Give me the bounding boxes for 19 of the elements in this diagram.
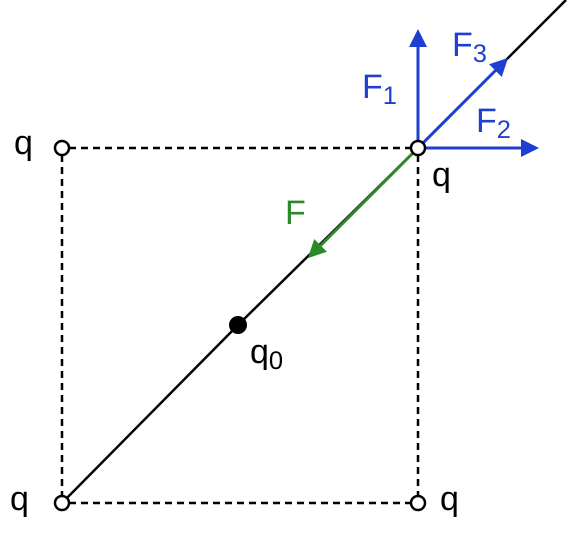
charge-label: q [432, 158, 451, 192]
charge-label: q [14, 126, 33, 160]
charge-label: q$_{0}$ [250, 335, 284, 369]
dashed-line [69, 146, 411, 150]
dashed-line [69, 502, 411, 504]
charge-circle [410, 140, 426, 156]
dashed-line [416, 155, 420, 496]
dashed-line [60, 155, 64, 496]
force-label: F$_{2}$ [476, 104, 511, 138]
charge-dot [229, 316, 247, 334]
force-label: F$_{1}$ [362, 70, 397, 104]
charge-circle [54, 140, 70, 156]
charge-circle [410, 494, 426, 512]
line [66, 329, 234, 499]
charge-label: q [10, 482, 29, 516]
charge-circle [54, 494, 70, 512]
charge-label: q [440, 482, 459, 516]
force-label: F [285, 196, 306, 230]
force-label: F$_{3}$ [452, 28, 487, 62]
